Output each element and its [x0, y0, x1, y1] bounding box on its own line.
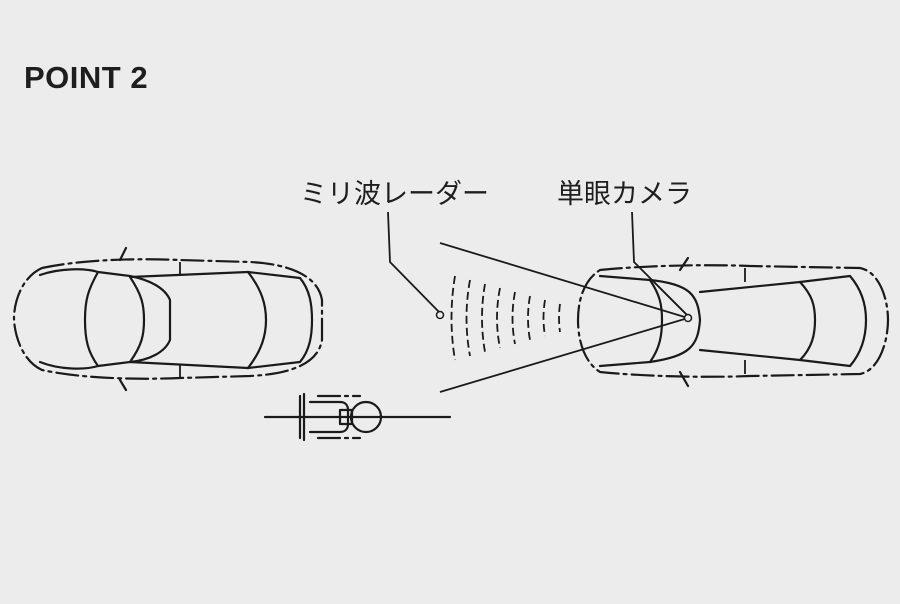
- left-car: [12, 246, 324, 392]
- point-title: POINT 2: [24, 60, 149, 95]
- camera-view-lines: [439, 242, 689, 393]
- bicycle: [263, 392, 452, 442]
- radar-leader: [387, 211, 445, 320]
- radar-waves: [450, 275, 561, 361]
- camera-leader: [631, 211, 693, 323]
- camera-label: 単眼カメラ: [557, 179, 692, 210]
- right-car: [576, 256, 890, 388]
- radar-label: ミリ波レーダー: [300, 179, 489, 210]
